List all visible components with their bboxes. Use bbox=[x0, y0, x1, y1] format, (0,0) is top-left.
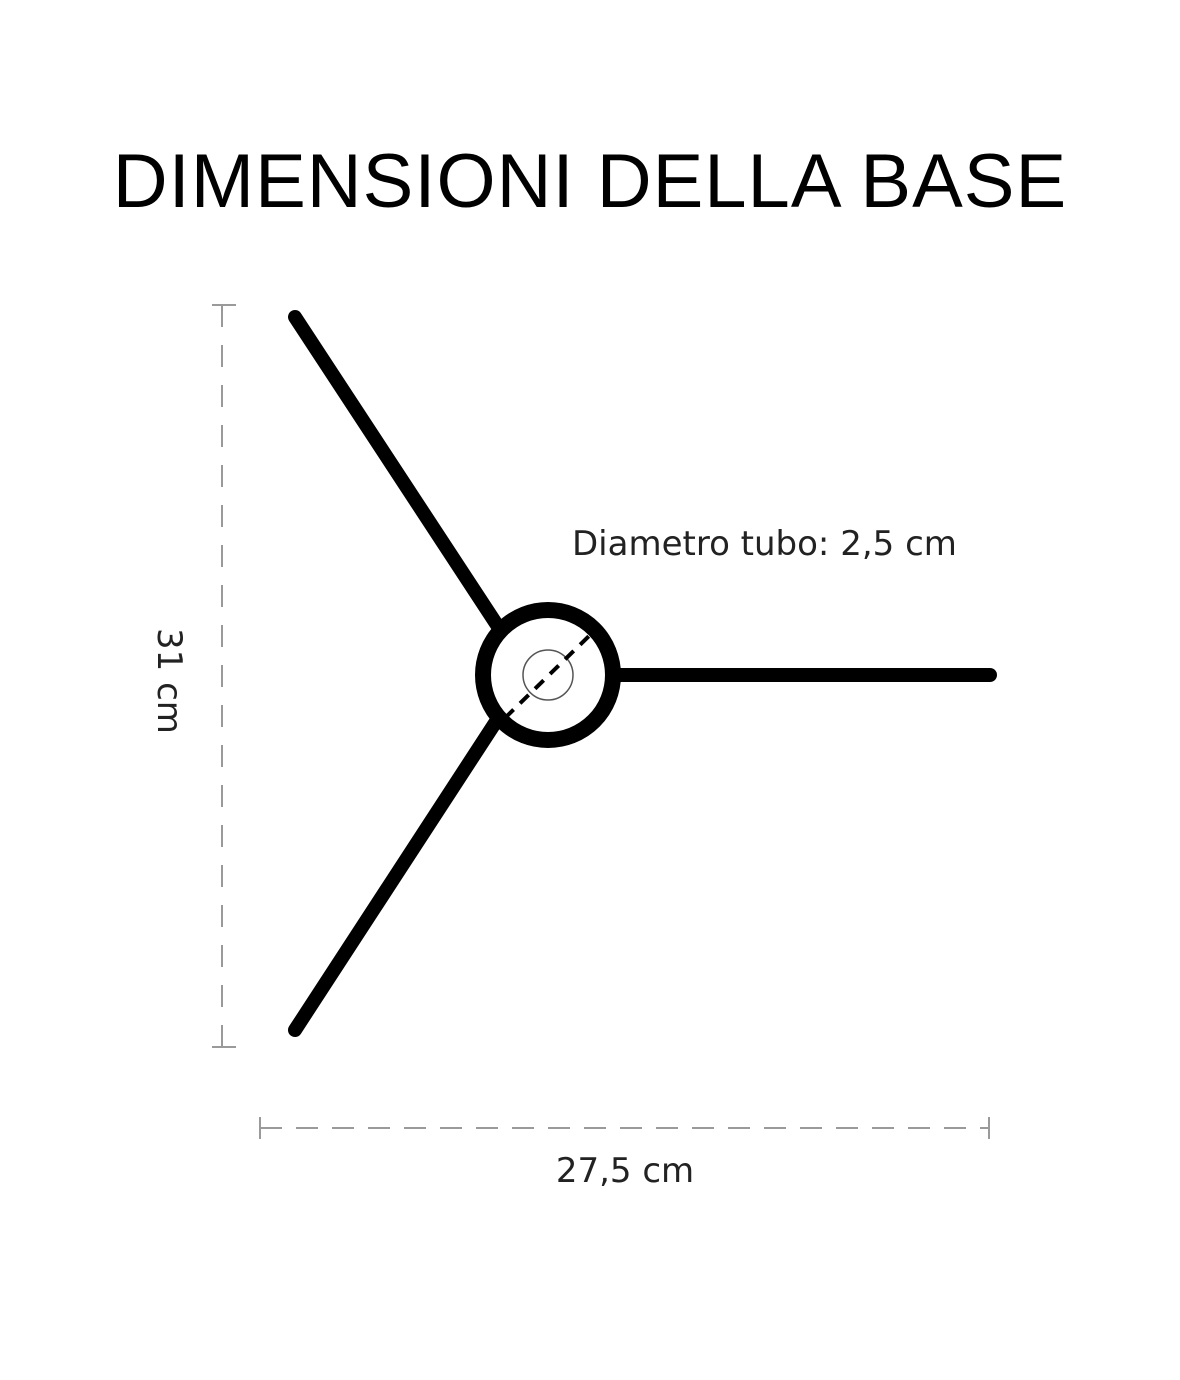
leg-upper-left bbox=[288, 310, 504, 632]
leg-lower-left bbox=[288, 713, 504, 1037]
height-dimension bbox=[212, 304, 236, 1048]
width-dimension bbox=[259, 1117, 990, 1139]
center-ring bbox=[475, 602, 621, 748]
diagram-title: DIMENSIONI DELLA BASE bbox=[112, 139, 1068, 224]
tube-diameter-label: Diametro tubo: 2,5 cm bbox=[572, 524, 957, 564]
tripod-legs bbox=[288, 310, 997, 1037]
width-label: 27,5 cm bbox=[556, 1151, 694, 1191]
tube-circle bbox=[522, 649, 574, 701]
height-label: 31 cm bbox=[149, 628, 189, 734]
